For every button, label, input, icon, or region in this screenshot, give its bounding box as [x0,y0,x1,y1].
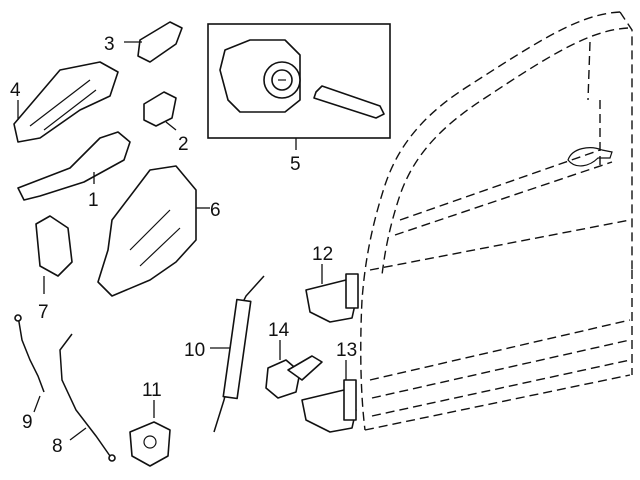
callout-6: 6 [210,200,221,221]
callout-13: 13 [336,340,357,361]
handle-gasket-shape [137,21,183,63]
door-shell-outline [360,11,633,431]
lock-cylinder-box [207,23,391,139]
callout-2: 2 [178,134,189,155]
callout-4: 4 [10,80,21,101]
callout-3: 3 [104,34,115,55]
outside-handle-shape [17,131,131,201]
callout-7: 7 [38,302,49,323]
lock-cable-shape [59,333,111,457]
door-latch-shape [97,165,197,297]
callout-8: 8 [52,436,63,457]
callout-9: 9 [22,412,33,433]
latch-cover-shape [35,215,73,277]
callout-14: 14 [268,320,290,341]
callout-5: 5 [290,154,301,175]
handle-cap-shape [143,91,177,127]
release-cable-shape [17,315,45,393]
callout-12: 12 [312,244,333,265]
callout-10: 10 [184,340,205,361]
callout-1: 1 [88,190,99,211]
callout-11: 11 [142,380,162,401]
leader-lines [17,41,347,441]
striker-shape [129,421,171,467]
handle-bracket-shape [13,61,119,143]
